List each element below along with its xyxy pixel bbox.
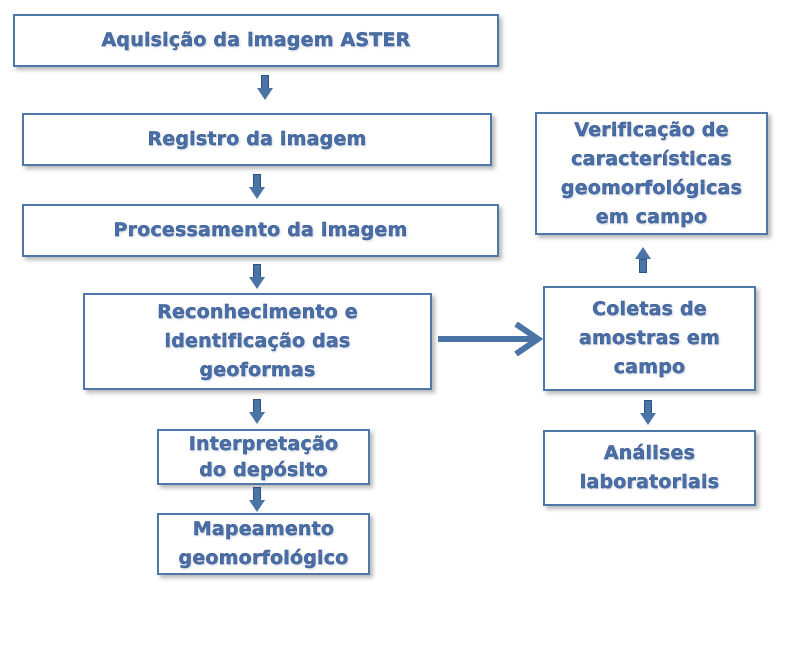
step-reconhecimento-box: Reconhecimento e identificação das geofo… <box>83 293 432 390</box>
step-reconhecimento-label: Reconhecimento e identificação das geofo… <box>157 301 358 381</box>
arrow-down-2 <box>249 174 265 200</box>
arrow-right-long <box>438 322 544 356</box>
step-verificacao-label: Verificação de características geomorfol… <box>560 118 743 228</box>
step-processamento-label: Processamento da imagem <box>113 219 408 241</box>
arrow-down-5 <box>249 487 265 513</box>
arrow-down-3 <box>249 264 265 290</box>
arrow-up-1 <box>635 247 651 273</box>
arrow-down-1 <box>257 75 273 101</box>
step-mapeamento-label: Mapeamento geomorfológico <box>178 518 349 569</box>
step-aquisicao-label: Aquisição da imagem ASTER <box>101 29 411 51</box>
step-analises-label: Análises laboratoriais <box>579 442 720 493</box>
arrow-down-4 <box>249 399 265 425</box>
step-registro-box: Registro da imagem <box>22 113 492 166</box>
step-coletas-label: Coletas de amostras em campo <box>578 298 721 378</box>
step-processamento-box: Processamento da imagem <box>22 204 499 257</box>
step-mapeamento-box: Mapeamento geomorfológico <box>157 513 370 575</box>
step-registro-label: Registro da imagem <box>147 128 367 150</box>
step-interpretacao-label: Interpretação do depósito <box>188 433 339 481</box>
step-coletas-box: Coletas de amostras em campo <box>543 286 756 391</box>
step-analises-box: Análises laboratoriais <box>543 430 756 506</box>
step-interpretacao-box: Interpretação do depósito <box>157 429 370 485</box>
step-aquisicao-box: Aquisição da imagem ASTER <box>13 14 499 67</box>
arrow-down-6 <box>640 400 656 426</box>
step-verificacao-box: Verificação de características geomorfol… <box>535 112 768 235</box>
